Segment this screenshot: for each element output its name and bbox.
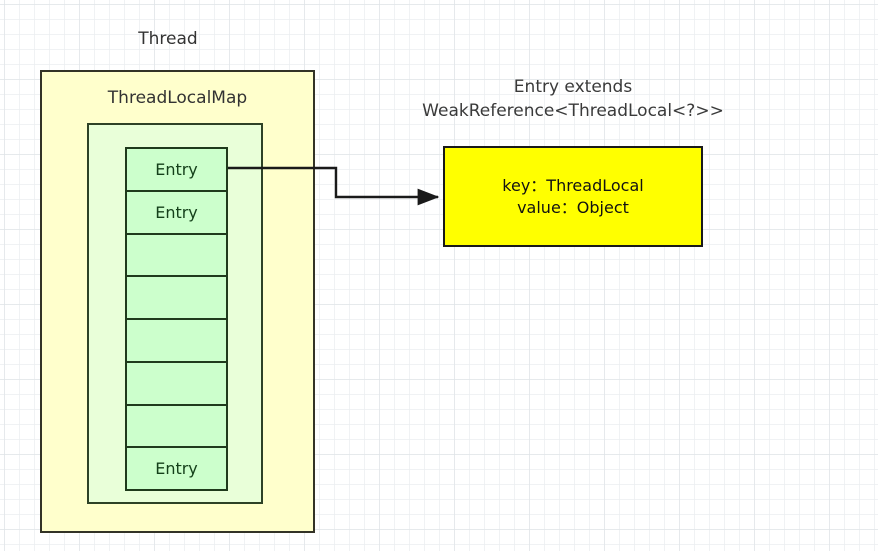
- entry-row[interactable]: Entry: [127, 149, 226, 192]
- thread-label: Thread: [138, 29, 198, 49]
- entry-row[interactable]: [127, 277, 226, 320]
- entry-key-line: key：ThreadLocal: [502, 175, 644, 195]
- entry-extends-line-2: WeakReference<ThreadLocal<?>>: [422, 101, 724, 121]
- entry-extends-line-1: Entry extends: [513, 77, 633, 97]
- threadlocalmap-label: ThreadLocalMap: [107, 88, 248, 108]
- entry-row[interactable]: [127, 405, 226, 449]
- entry-row[interactable]: Entry: [127, 448, 226, 489]
- entry-row[interactable]: Entry: [127, 191, 226, 235]
- entry-row[interactable]: [127, 320, 226, 363]
- entry-row[interactable]: [127, 234, 226, 278]
- entry-value-line: value：Object: [517, 197, 629, 217]
- entry-detail-box: key：ThreadLocal value：Object: [443, 146, 703, 247]
- entry-row[interactable]: [127, 362, 226, 406]
- entry-table: Entry Entry Entry: [125, 147, 228, 491]
